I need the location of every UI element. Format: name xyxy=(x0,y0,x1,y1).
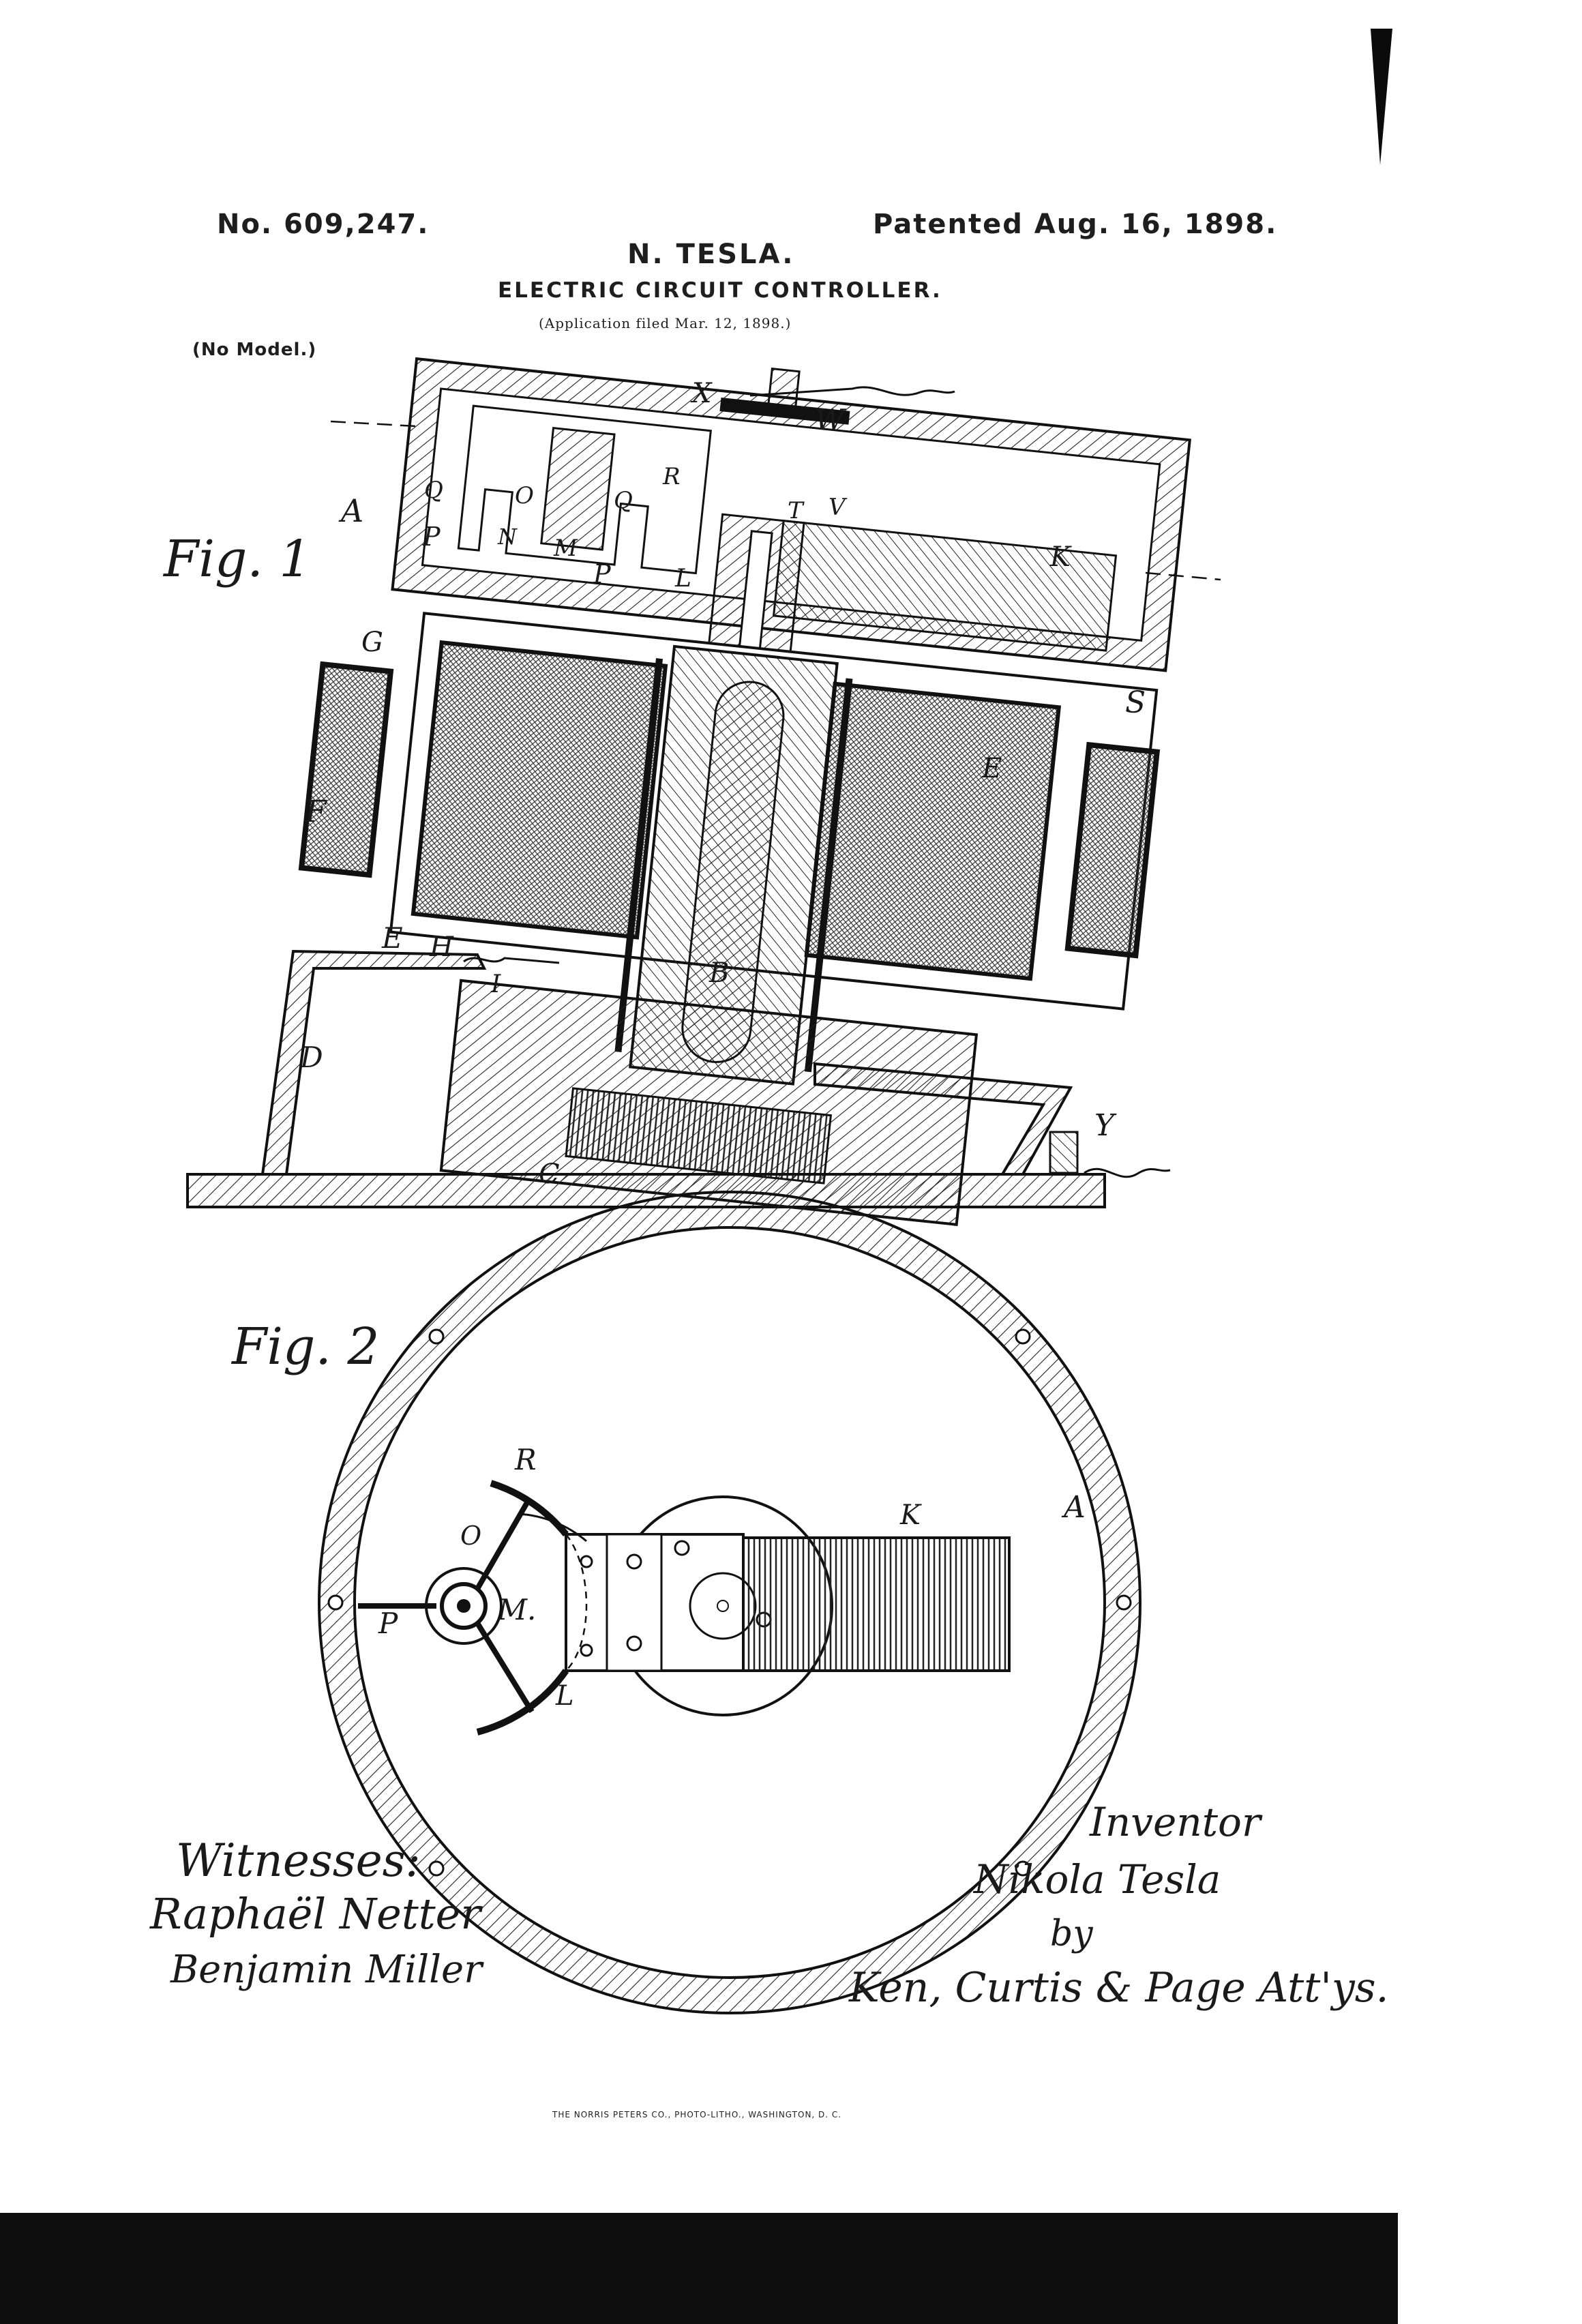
axis-line-right xyxy=(1145,571,1221,581)
fig2-label-k: K xyxy=(899,1500,922,1531)
stand-d-right xyxy=(814,1062,1073,1176)
wire-x xyxy=(749,386,955,397)
fig1-label-v: V xyxy=(829,494,848,521)
fig1-caption: Fig. 1 xyxy=(162,530,312,589)
fig1-label-k: K xyxy=(1049,541,1072,573)
base-plate-d xyxy=(186,1173,1106,1208)
wire-y xyxy=(1084,1167,1171,1178)
bearing-c xyxy=(565,1087,833,1185)
fig2-caption: Fig. 2 xyxy=(230,1317,380,1376)
fig1-label-g: G xyxy=(361,627,383,658)
attorneys-signature: Ken, Curtis & Page Att'ys. xyxy=(849,1964,1389,2012)
fig2-label-a: A xyxy=(1061,1490,1086,1525)
rotor-m xyxy=(540,426,616,551)
fig1-label-t: T xyxy=(788,497,805,524)
fig2-label-m: M. xyxy=(497,1593,536,1626)
scan-bottom-gap xyxy=(1398,2213,1582,2324)
scan-edge-mark xyxy=(1371,29,1392,165)
fig1-label-m: M xyxy=(553,535,578,562)
witness-signature-1: Raphaël Netter xyxy=(150,1889,481,1939)
fig1-label-h: H xyxy=(429,932,454,963)
inventor-name: N. TESLA. xyxy=(627,239,795,270)
application-date: (Application filed Mar. 12, 1898.) xyxy=(539,315,792,331)
fig1-label-p2: P xyxy=(593,559,612,589)
coil-f-left xyxy=(298,661,394,878)
fig1-label-b: B xyxy=(708,957,729,989)
witness-signature-2: Benjamin Miller xyxy=(170,1948,482,1992)
fig1-label-d: D xyxy=(299,1041,323,1074)
fig1-label-q: Q xyxy=(424,477,443,504)
coil-f-right xyxy=(1064,741,1161,959)
stand-d-left xyxy=(260,949,487,1176)
patent-number: No. 609,247. xyxy=(217,209,430,240)
model-note: (No Model.) xyxy=(192,340,317,360)
fig1-label-n: N xyxy=(497,524,518,550)
axis-line-left xyxy=(330,420,417,428)
printer-credit: THE NORRIS PETERS CO., PHOTO-LITHO., WAS… xyxy=(552,2110,842,2119)
terminal-y xyxy=(1049,1131,1079,1174)
fig1-label-o: O xyxy=(515,482,534,509)
fig1-label-r: R xyxy=(662,463,681,490)
patent-date: Patented Aug. 16, 1898. xyxy=(873,209,1278,240)
fig1-tilted-assembly xyxy=(298,357,1191,1226)
inventor-signature: Nikola Tesla xyxy=(974,1856,1221,1903)
screw xyxy=(626,1635,642,1652)
fig1-label-l: L xyxy=(674,565,691,593)
fig1-label-a: A xyxy=(338,492,363,529)
fig1-label-w: W xyxy=(815,403,847,436)
shell-left xyxy=(614,658,663,1053)
shell-right xyxy=(804,678,853,1073)
patent-title: ELECTRIC CIRCUIT CONTROLLER. xyxy=(498,278,942,303)
fig2-label-p: P xyxy=(378,1607,398,1640)
segment-r-bottom xyxy=(476,1669,569,1735)
fig1-label-x: X xyxy=(690,378,713,409)
inventor-label: Inventor xyxy=(1090,1799,1261,1845)
segment-r-top xyxy=(490,1480,569,1537)
fig1-label-s: S xyxy=(1125,685,1146,720)
ring-screw-holes xyxy=(327,1328,1132,1877)
coil-e-left xyxy=(411,640,668,940)
figure-1: Fig. 1 A B C D E E F G H I K L M N O P P… xyxy=(162,357,1221,1226)
by-label: by xyxy=(1050,1913,1093,1954)
fig1-label-p: P xyxy=(422,522,441,552)
scan-bottom-strip xyxy=(0,2213,1582,2324)
fig2-label-l: L xyxy=(555,1680,574,1712)
vane-lower xyxy=(475,1621,535,1714)
screw xyxy=(626,1553,642,1570)
fig1-label-f: F xyxy=(305,794,327,829)
fig1-label-e2: E xyxy=(981,753,1002,784)
fig1-label-c: C xyxy=(539,1159,560,1190)
fig1-label-q2: Q xyxy=(614,487,633,514)
fig1-label-y: Y xyxy=(1094,1108,1117,1143)
screw xyxy=(674,1540,690,1556)
witnesses-label: Witnesses: xyxy=(176,1834,421,1887)
vane-o xyxy=(475,1499,531,1590)
contact-plate-k-top xyxy=(742,1536,1011,1672)
wire-h xyxy=(463,957,560,964)
fig1-label-i: I xyxy=(490,970,501,998)
fig2-label-r: R xyxy=(514,1443,537,1476)
insulator-w xyxy=(719,398,850,425)
figure-2: Fig. 2 A K L M. O P R xyxy=(230,1191,1141,2014)
fig1-label-e: E xyxy=(381,921,403,955)
fig2-label-o: O xyxy=(460,1521,481,1551)
